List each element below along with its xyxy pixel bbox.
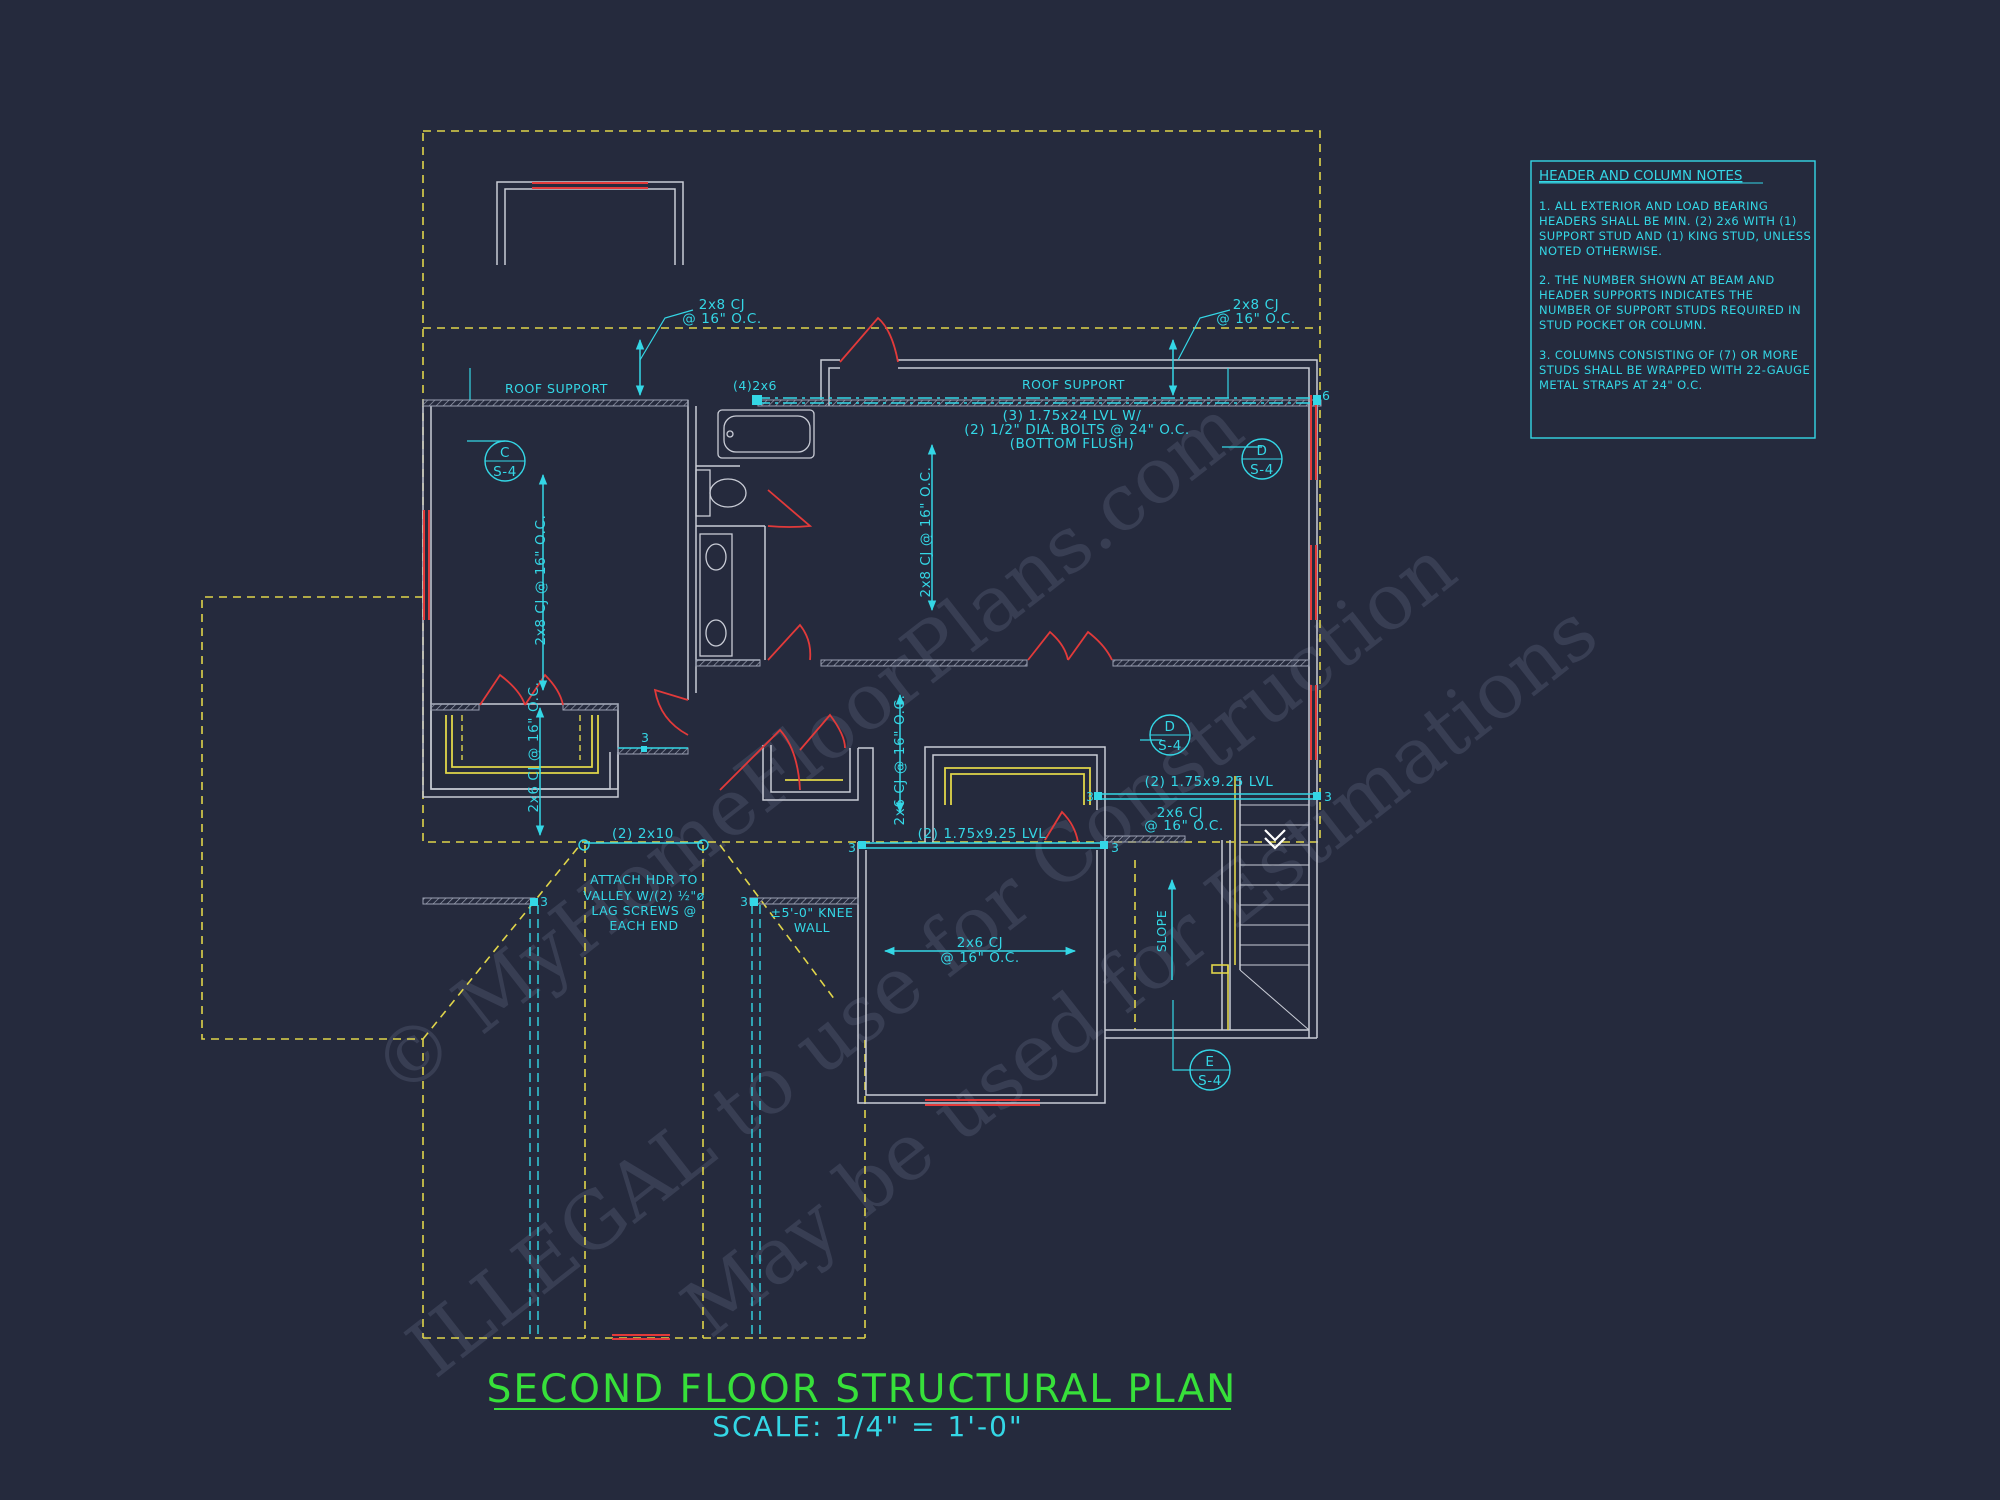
- plan-labels: ROOF SUPPORT ROOF SUPPORT (4)2x6 (3) 1.7…: [505, 297, 1332, 966]
- lvl-main-line3: (BOTTOM FLUSH): [1010, 436, 1135, 452]
- section-mark-letter: D: [1257, 443, 1268, 459]
- cj-bottom-line2: @ 16" O.C.: [940, 950, 1020, 966]
- section-mark-sheet: S-4: [1250, 462, 1274, 478]
- stud-count-6: 6: [1322, 388, 1330, 403]
- notes-heading: HEADER AND COLUMN NOTES: [1539, 168, 1742, 184]
- slope-label: SLOPE: [1154, 910, 1169, 952]
- notes-line: METAL STRAPS AT 24" O.C.: [1539, 378, 1703, 392]
- notes-line: HEADER SUPPORTS INDICATES THE: [1539, 288, 1753, 302]
- notes-line: STUD POCKET OR COLUMN.: [1539, 318, 1707, 332]
- notes-line: NOTED OTHERWISE.: [1539, 244, 1662, 258]
- cj-left-room-label: 2x8 CJ @ 16" O.C.: [533, 515, 549, 646]
- beams: [584, 397, 1317, 849]
- header-column-notes: HEADER AND COLUMN NOTES 1. ALL EXTERIOR …: [1530, 160, 1816, 439]
- section-mark-d-lower: D S-4: [1149, 714, 1191, 756]
- walls: [422, 181, 1318, 1104]
- title-block: SECOND FLOOR STRUCTURAL PLAN SCALE: 1/4"…: [487, 1367, 1238, 1443]
- cj-top-right-line2: @ 16" O.C.: [1216, 311, 1296, 327]
- stud-count-3: 3: [740, 894, 748, 909]
- cj-bottom-line1: 2x6 CJ: [957, 935, 1003, 951]
- closet-shelves-dashed: [461, 715, 581, 760]
- cj-closet-label: 2x6 CJ @ 16" O.C.: [526, 682, 542, 813]
- section-mark-d-upper: D S-4: [1241, 438, 1283, 480]
- lvl-main-line2: (2) 1/2" DIA. BOLTS @ 24" O.C.: [964, 422, 1190, 438]
- notes-line: 3. COLUMNS CONSISTING OF (7) OR MORE: [1539, 348, 1798, 362]
- drawing-title: SECOND FLOOR STRUCTURAL PLAN: [487, 1367, 1238, 1412]
- span-arrows: [535, 338, 1178, 980]
- leader-lines: [467, 309, 1262, 1071]
- section-mark-letter: D: [1165, 719, 1176, 735]
- notes-line: 1. ALL EXTERIOR AND LOAD BEARING: [1539, 199, 1768, 213]
- stair-direction-arrow: [1264, 829, 1286, 850]
- notes-line: 2. THE NUMBER SHOWN AT BEAM AND: [1539, 273, 1775, 287]
- section-mark-sheet: S-4: [493, 464, 517, 480]
- windows: [423, 182, 1317, 1340]
- knee-wall-line2: WALL: [794, 920, 830, 935]
- attach-note-line1: ATTACH HDR TO: [590, 872, 698, 887]
- stud-count-3: 3: [540, 894, 548, 909]
- stud-markers: [530, 395, 1321, 906]
- door-swings: [479, 316, 1113, 843]
- attach-note-line3: LAG SCREWS @: [591, 903, 696, 918]
- closet-shelves: [445, 715, 1091, 805]
- roof-support-right-label: ROOF SUPPORT: [1022, 377, 1125, 392]
- roof-support-left-label: ROOF SUPPORT: [505, 381, 608, 396]
- bathroom-fixtures: [695, 409, 815, 657]
- stud-count-3: 3: [1324, 789, 1332, 804]
- section-mark-c: C S-4: [484, 440, 526, 482]
- lvl-main-line1: (3) 1.75x24 LVL W/: [1003, 408, 1142, 424]
- attach-note-line2: VALLEY W/(2) ½"ø: [583, 888, 705, 903]
- cj-stair-line1: 2x6 CJ: [1157, 805, 1203, 821]
- section-mark-letter: E: [1205, 1054, 1214, 1070]
- cj-top-right-line1: 2x8 CJ: [1233, 297, 1279, 313]
- beam-4-2x6-label: (4)2x6: [733, 378, 777, 393]
- notes-line: SUPPORT STUD AND (1) KING STUD, UNLESS: [1539, 229, 1811, 243]
- section-mark-sheet: S-4: [1198, 1073, 1222, 1089]
- hdr-anchors: [578, 839, 709, 851]
- cj-right-room-label: 2x8 CJ @ 16" O.C.: [918, 467, 934, 598]
- lvl-a-label: (2) 1.75x9.25 LVL: [1145, 774, 1274, 790]
- stair-treads: [1239, 804, 1310, 1031]
- attach-note-line4: EACH END: [609, 918, 678, 933]
- cj-stair-line2: @ 16" O.C.: [1144, 818, 1224, 834]
- stair-yellow: [1211, 776, 1236, 1030]
- stud-count-3: 3: [1086, 789, 1094, 804]
- hdr-2x10-label: (2) 2x10: [612, 826, 674, 842]
- notes-line: STUDS SHALL BE WRAPPED WITH 22-GAUGE: [1539, 363, 1810, 377]
- cj-top-left-line1: 2x8 CJ: [699, 297, 745, 313]
- lvl-b-label: (2) 1.75x9.25 LVL: [918, 826, 1047, 842]
- cj-hall-label: 2x6 CJ @ 16" O.C.: [892, 695, 908, 826]
- knee-wall-line1: ±5'-0" KNEE: [771, 905, 854, 920]
- valley-lines-cyan: [529, 905, 761, 1338]
- section-mark-letter: C: [500, 445, 510, 461]
- section-mark-sheet: S-4: [1158, 738, 1182, 754]
- drawing-scale: SCALE: 1/4" = 1'-0": [712, 1410, 1024, 1443]
- notes-line: HEADERS SHALL BE MIN. (2) 2x6 WITH (1): [1539, 214, 1797, 228]
- section-mark-e: E S-4: [1189, 1049, 1231, 1091]
- stud-count-3: 3: [848, 840, 856, 855]
- cj-top-left-line2: @ 16" O.C.: [682, 311, 762, 327]
- notes-line: NUMBER OF SUPPORT STUDS REQUIRED IN: [1539, 303, 1801, 317]
- stud-count-3: 3: [1111, 840, 1119, 855]
- stud-count-3: 3: [641, 730, 649, 745]
